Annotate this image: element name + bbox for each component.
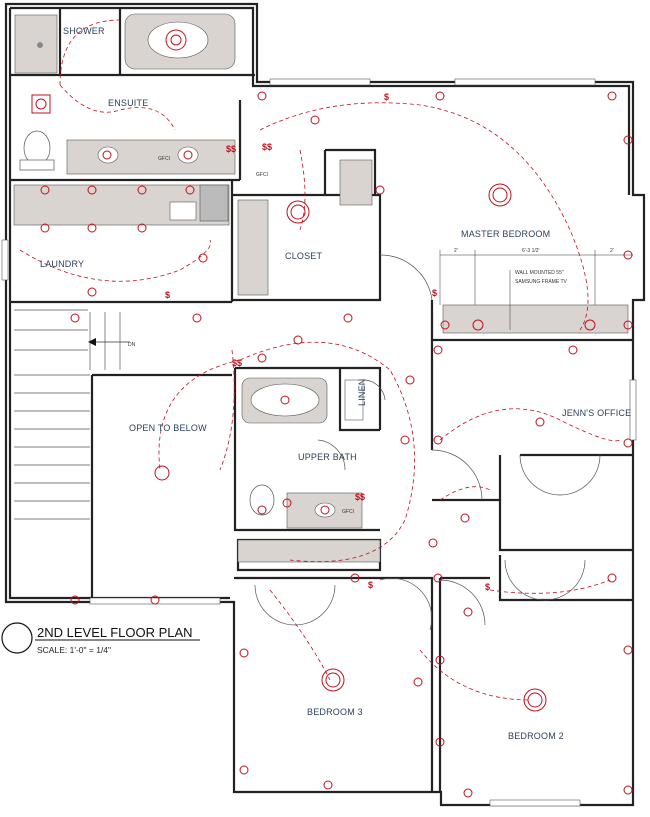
interior-walls (10, 8, 633, 792)
room-label-laundry: LAUNDRY (40, 259, 84, 269)
gfci-label-bath: GFCI (342, 509, 354, 515)
outlets (40, 91, 633, 798)
room-label-open-to-below: OPEN TO BELOW (129, 423, 207, 433)
room-label-jenns-office: JENN'S OFFICE (562, 408, 631, 418)
room-label-closet: CLOSET (285, 251, 323, 261)
stairs: DN (14, 309, 136, 520)
svg-text:$$: $$ (232, 358, 242, 368)
circuits (19, 19, 621, 701)
dim-right: 2' (610, 248, 614, 254)
light-fixtures (102, 29, 596, 712)
room-label-linen: LINEN (357, 378, 367, 406)
plan-scale: SCALE: 1'-0" = 1/4" (37, 645, 111, 655)
tv-dimension (439, 250, 633, 330)
svg-text:$: $ (485, 582, 490, 592)
doors (254, 254, 601, 631)
tv-note-line1: WALL MOUNTED 55" (515, 270, 564, 276)
svg-text:$: $ (384, 92, 389, 102)
svg-text:$: $ (432, 288, 437, 298)
room-label-bedroom-3: BEDROOM 3 (307, 707, 363, 717)
switches: $ $$ $$ $ $ $$ $$ $ $ (165, 92, 490, 592)
room-label-master-bedroom: MASTER BEDROOM (461, 229, 550, 239)
exterior-walls (1, 2, 646, 807)
fixtures (13, 13, 629, 563)
gfci-label-ensuite: GFCI (158, 156, 170, 162)
gfci-label-laundry: GFCI (256, 172, 268, 178)
title-block (1, 622, 200, 654)
stair-dn-label: DN (128, 342, 136, 348)
svg-text:$$: $$ (226, 144, 236, 154)
dim-mid: 6'-3 1/2' (522, 248, 540, 254)
room-label-upper-bath: UPPER BATH (298, 452, 357, 462)
tv-note-line2: SAMSUNG FRAME TV (515, 279, 568, 285)
room-label-ensuite: ENSUITE (108, 98, 148, 108)
plan-title: 2ND LEVEL FLOOR PLAN (37, 625, 193, 640)
svg-text:$$: $$ (262, 142, 272, 152)
svg-text:$: $ (165, 290, 170, 300)
title-bubble (1, 622, 33, 654)
room-label-shower: SHOWER (63, 26, 105, 36)
svg-text:$: $ (368, 580, 373, 590)
dim-left: 2' (454, 248, 458, 254)
svg-text:$$: $$ (355, 492, 365, 502)
room-label-bedroom-2: BEDROOM 2 (508, 731, 564, 741)
